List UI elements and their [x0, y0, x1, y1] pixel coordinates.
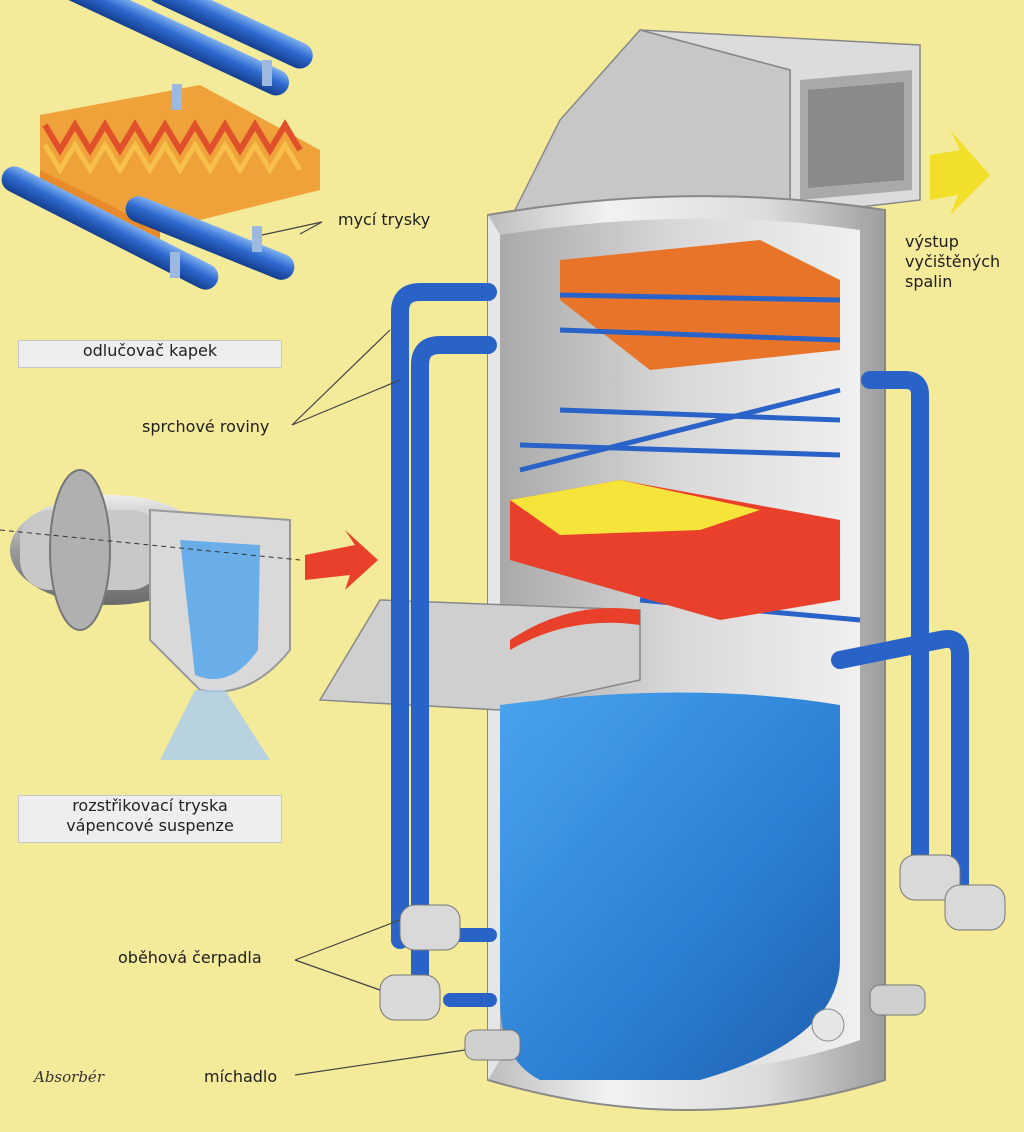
outlet-duct: [498, 29, 921, 241]
caption: Absorbér: [34, 1068, 104, 1086]
leader-lines: [261, 221, 466, 1076]
label-wash-nozzles: mycí trysky: [338, 210, 431, 229]
label-outlet-line1: výstup: [905, 232, 959, 251]
label-outlet-line3: spalin: [905, 272, 953, 291]
label-drop-separator: odlučovač kapek: [18, 340, 282, 368]
recirculation-pipes: [391, 283, 969, 1009]
label-circulation-pumps: oběhová čerpadla: [118, 948, 262, 967]
label-spray-nozzle: rozstřikovací tryska vápencové suspenze: [18, 795, 282, 843]
label-agitator: míchadlo: [204, 1067, 278, 1086]
label-spray-nozzle-line2: vápencové suspenze: [66, 816, 234, 835]
drop-separator-detail: [1, 0, 320, 290]
label-outlet-line2: vyčištěných: [905, 252, 1001, 271]
clean-gas-outlet-arrow: [930, 130, 990, 215]
label-spray-nozzle-line1: rozstřikovací tryska: [72, 796, 228, 815]
circulation-pumps: [379, 854, 1006, 1021]
agitators: [464, 984, 926, 1061]
flue-gas-inlet-arrow: [305, 530, 378, 590]
slurry-sump: [500, 692, 840, 1080]
label-spray-levels: sprchové roviny: [142, 417, 270, 436]
spray-nozzle-detail: [0, 469, 301, 760]
